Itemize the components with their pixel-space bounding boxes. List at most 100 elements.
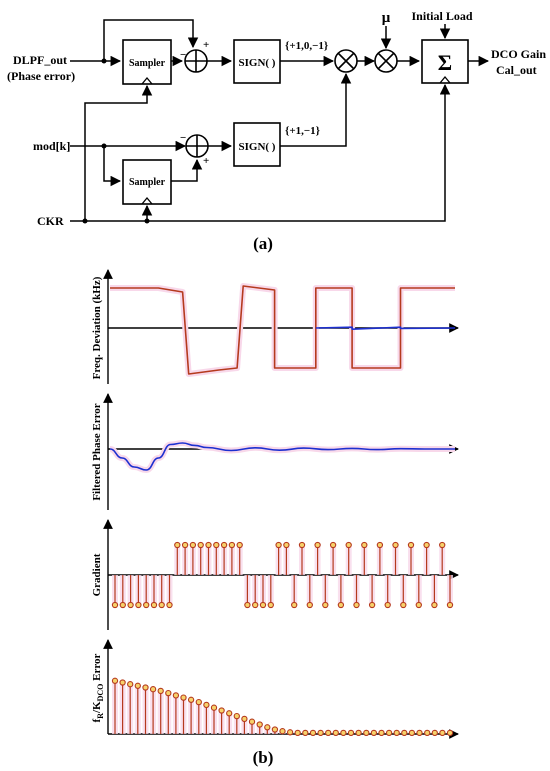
gradient-stem-marker (228, 541, 236, 549)
fr-kdco-error-stem-marker (271, 726, 279, 733)
sign-top-label: SIGN( ) (239, 57, 276, 69)
gradient-stem-marker (384, 601, 391, 609)
fr-kdco-error-stem-marker (363, 729, 370, 737)
phase-error-label: (Phase error) (7, 69, 75, 83)
gradient-stem-marker (111, 601, 119, 609)
fr-kdco-error-stem-marker (325, 729, 332, 737)
fr-kdco-error-stem-marker (149, 686, 157, 693)
gradient-stem-marker (400, 601, 407, 609)
gradient-stem-marker (283, 541, 290, 549)
panel-3-stems (111, 541, 454, 609)
freq-deviation-series-2 (315, 326, 456, 330)
sampler-top-label: Sampler (129, 58, 166, 69)
gradient-stem-marker (415, 601, 422, 609)
gradient-stem-marker (376, 541, 384, 549)
fr-kdco-error-stem-marker (157, 687, 164, 695)
multiplier-2 (374, 49, 398, 73)
fr-kdco-error-stem-marker (317, 729, 324, 737)
gradient-stem-marker (119, 601, 126, 609)
sampler-bottom-to-sum-wire (171, 158, 203, 182)
gradient-stem-marker (345, 541, 352, 549)
caption-b: (b) (253, 748, 274, 767)
gradient-stem-marker (220, 541, 228, 549)
summing-junction-bottom (185, 134, 209, 158)
fr-kdco-error-stem-marker (248, 718, 256, 725)
panel-4-stems (111, 677, 454, 737)
gradient-stem-marker (166, 601, 173, 609)
fr-kdco-error-stem-marker (439, 729, 446, 737)
sign-bottom-output-label: {+1,−1} (285, 125, 320, 137)
p4-label-sub2: DCO (96, 684, 105, 702)
gradient-stem-marker (407, 541, 415, 549)
gradient-stem-marker (329, 541, 337, 549)
summing-junction-top (184, 49, 208, 73)
fr-kdco-error-stem-marker (226, 710, 233, 717)
sum-bottom-plus: + (203, 155, 209, 167)
gradient-stem-marker (361, 541, 368, 549)
gradient-stem-marker (197, 541, 204, 549)
clock-wedge-accum-icon (439, 75, 451, 84)
gradient-stem-marker (135, 601, 142, 609)
gradient-stem-marker (431, 601, 438, 609)
p4-label-sub1: R (96, 713, 105, 719)
gradient-stem-marker (244, 601, 251, 609)
fr-kdco-error-stem-marker (264, 724, 271, 731)
sum-bottom-minus: − (180, 132, 186, 144)
panel-3-axes (103, 519, 459, 630)
caption-a: (a) (253, 234, 273, 253)
sum-top-minus: − (180, 49, 186, 61)
ckr-to-accum-wire (70, 83, 451, 222)
gradient-stem-marker (205, 541, 212, 549)
accumulator-block (421, 39, 469, 84)
multiplier-1 (334, 49, 358, 73)
gradient-stem-marker (158, 601, 165, 609)
panel-2-series (109, 440, 455, 473)
gradient-stem-marker (181, 541, 189, 549)
fr-kdco-error-stem-marker (370, 729, 378, 737)
freq-deviation-series-1 (110, 285, 455, 375)
sign-bottom-block (233, 122, 281, 167)
sampler-bottom-label: Sampler (129, 177, 166, 188)
fr-kdco-error-stem-marker (218, 707, 225, 714)
fr-kdco-error-stem-marker (134, 682, 141, 689)
dlpf-bypass-wire (103, 19, 199, 61)
gradient-stem-marker (259, 601, 267, 609)
gradient-stem-marker (236, 541, 243, 549)
gradient-stem-marker (368, 601, 376, 609)
gradient-stem-marker (306, 601, 313, 609)
sum-top-plus: + (203, 39, 209, 51)
gradient-stem-marker (150, 601, 158, 609)
fr-kdco-error-stem-marker (127, 681, 134, 688)
gradient-stem-marker (314, 541, 321, 549)
gradient-stem-marker (291, 601, 298, 609)
block-diagram: DLPF_out (Phase error) mod[k] CKR Sample… (7, 9, 546, 253)
clock-wedge-bottom-icon (141, 196, 153, 205)
gradient-stem-marker (189, 541, 197, 549)
dlpf-input-label: DLPF_out (13, 53, 67, 67)
fr-kdco-error-stem-marker (431, 729, 438, 737)
fr-kdco-error-stem-marker (279, 728, 286, 735)
sigma-icon: Σ (438, 50, 452, 75)
sign-bottom-to-mult-wire (280, 72, 352, 147)
fr-kdco-error-stem-marker (172, 692, 180, 699)
gradient-stem-marker (423, 541, 430, 549)
gradient-stem-marker (143, 601, 150, 609)
gradient-stem-marker (127, 601, 134, 609)
fr-kdco-error-stem-marker (446, 729, 454, 737)
fr-kdco-error-stem-marker (401, 729, 408, 737)
gradient-stem-marker (439, 541, 446, 549)
fr-kdco-error-stem-marker (256, 721, 263, 728)
fr-kdco-error-stem-marker (187, 696, 195, 703)
gradient-stem-marker (446, 601, 454, 609)
sampler-top-block (122, 39, 172, 85)
fr-kdco-error-stem-marker (195, 698, 202, 706)
mu-label: μ (382, 10, 391, 26)
gradient-stem-marker (337, 601, 345, 609)
fr-kdco-error-stem-marker (416, 729, 423, 737)
fr-kdco-error-stem-marker (233, 712, 240, 720)
fr-kdco-error-stem-marker (408, 729, 416, 737)
fr-kdco-error-stem-marker (332, 729, 339, 737)
sampler-bottom-block (122, 159, 172, 205)
fr-kdco-error-stem-marker (294, 729, 301, 737)
